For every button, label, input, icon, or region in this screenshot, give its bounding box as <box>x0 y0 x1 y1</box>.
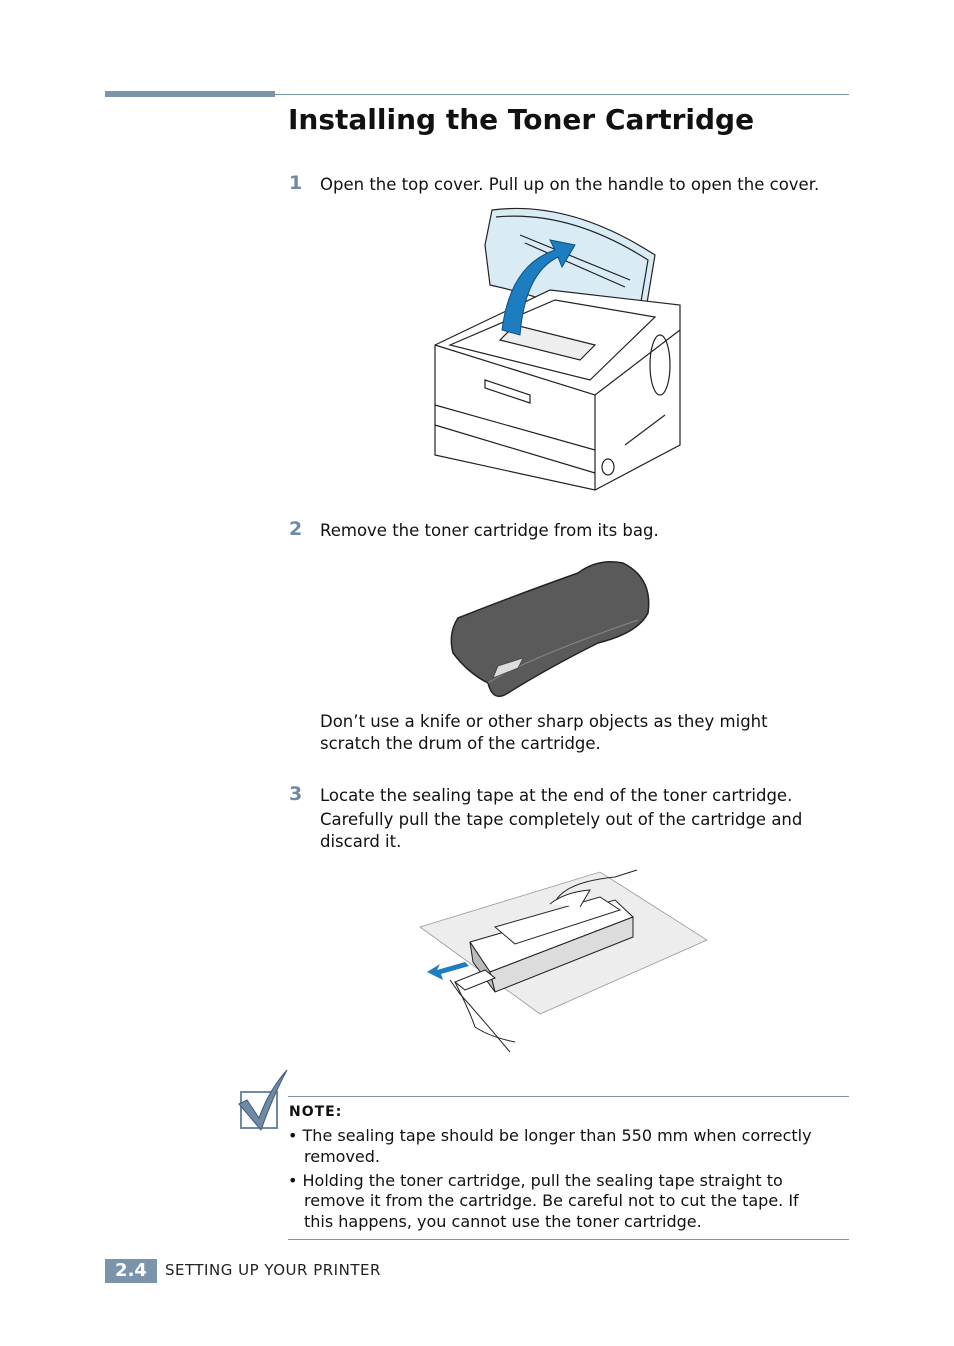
header-rule-bar <box>105 91 275 97</box>
printer-open-cover-illustration <box>434 207 681 491</box>
page-title: Installing the Toner Cartridge <box>288 103 755 136</box>
caution-line-1: Don’t use a knife or other sharp objects… <box>320 712 768 731</box>
note-bullet-1-line-1: • The sealing tape should be longer than… <box>288 1126 812 1145</box>
footer-page-number: 2.4 <box>105 1259 157 1283</box>
note-bullet-1-line-2: removed. <box>304 1147 380 1166</box>
pull-direction-arrow-icon <box>427 962 469 980</box>
step-3-number: 3 <box>289 783 303 805</box>
step-3-text-line-2: Carefully pull the tape completely out o… <box>320 810 803 829</box>
step-1-number: 1 <box>289 172 303 194</box>
note-top-rule <box>288 1096 849 1097</box>
step-3-text-line-1: Locate the sealing tape at the end of th… <box>320 786 793 805</box>
note-checkmark-icon <box>238 1069 288 1131</box>
open-arrow-icon <box>501 239 576 336</box>
step-1-text: Open the top cover. Pull up on the handl… <box>320 175 820 194</box>
caution-line-2: scratch the drum of the cartridge. <box>320 734 601 753</box>
toner-bag-illustration <box>450 561 650 698</box>
step-2-number: 2 <box>289 518 303 540</box>
note-bullet-2-line-3: this happens, you cannot use the toner c… <box>304 1212 702 1231</box>
sealing-tape-illustration <box>419 869 708 1053</box>
note-title: NOTE: <box>289 1104 343 1120</box>
step-2-text: Remove the toner cartridge from its bag. <box>320 521 659 540</box>
step-3-text-line-3: discard it. <box>320 832 402 851</box>
note-bullet-2-line-2: remove it from the cartridge. Be careful… <box>304 1191 799 1210</box>
note-bullet-2-line-1: • Holding the toner cartridge, pull the … <box>288 1171 783 1190</box>
footer-section-title: SETTING UP YOUR PRINTER <box>165 1261 381 1279</box>
header-rule-line <box>275 94 849 95</box>
note-bottom-rule <box>288 1239 849 1240</box>
